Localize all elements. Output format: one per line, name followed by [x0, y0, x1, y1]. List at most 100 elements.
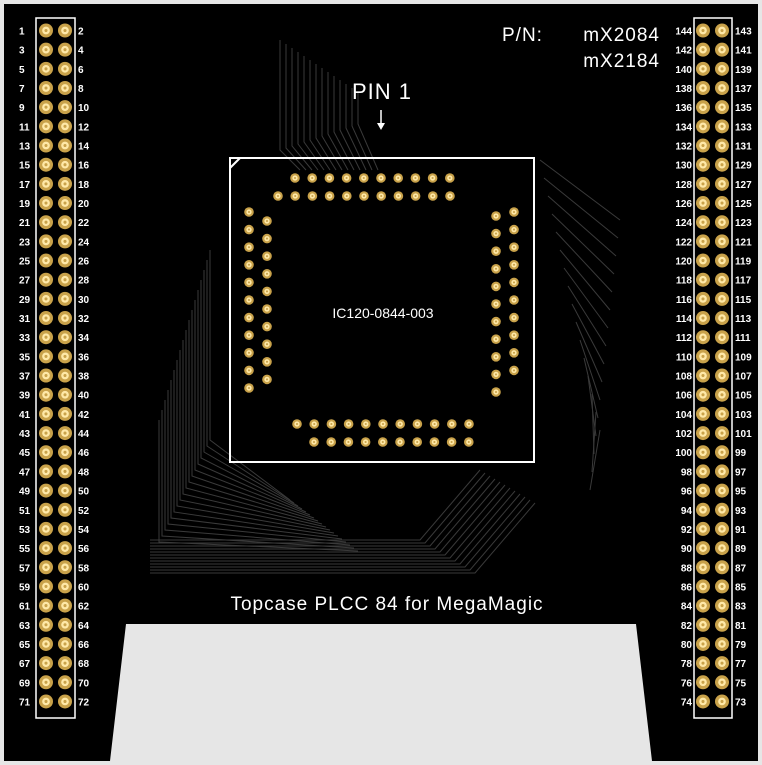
- trace: [150, 481, 501, 553]
- plcc-pad-22: [309, 437, 319, 447]
- pin-label-25: 25: [19, 257, 31, 268]
- plcc-pad-67: [491, 264, 501, 274]
- plcc-pad-21: [445, 191, 455, 201]
- trace: [150, 490, 516, 562]
- pin-label-56: 56: [78, 544, 90, 555]
- plcc-pad-66: [491, 246, 501, 256]
- right-pad-106: [696, 387, 710, 402]
- right-pad-112: [696, 330, 710, 345]
- left-pad-64: [58, 617, 72, 632]
- left-pad-45: [39, 445, 53, 460]
- plcc-pad-71: [491, 334, 501, 345]
- pin-label-13: 13: [19, 142, 31, 153]
- right-pad-138: [696, 81, 710, 96]
- right-pad-115: [715, 291, 729, 306]
- plcc-pad-40: [429, 419, 440, 429]
- pin-label-28: 28: [78, 276, 90, 287]
- left-pad-8: [58, 81, 72, 96]
- plcc-pad-56: [262, 251, 272, 261]
- pin-label-31: 31: [19, 314, 31, 325]
- plcc-pad-5: [359, 173, 369, 183]
- right-pad-82: [696, 617, 710, 632]
- pin-label-143: 143: [735, 27, 752, 38]
- plcc-pad-11: [273, 191, 283, 201]
- pin-label-72: 72: [78, 697, 90, 708]
- pin-label-141: 141: [735, 46, 752, 57]
- plcc-pad-47: [244, 277, 254, 288]
- right-header-pads: [696, 23, 729, 709]
- plcc-pad-72: [491, 352, 501, 362]
- plcc-pad-10: [445, 173, 455, 183]
- trace: [345, 84, 367, 171]
- right-pad-80: [696, 636, 710, 651]
- trace: [173, 370, 339, 537]
- plcc-pad-13: [307, 191, 318, 201]
- left-pad-11: [39, 119, 53, 134]
- pin-label-4: 4: [78, 46, 84, 57]
- left-pad-7: [39, 81, 53, 96]
- plcc-pad-27: [395, 437, 405, 447]
- right-pad-87: [715, 560, 729, 575]
- left-pad-65: [39, 636, 53, 651]
- pin-label-84: 84: [681, 602, 693, 613]
- pin-label-81: 81: [735, 621, 747, 632]
- pin-label-65: 65: [19, 640, 31, 651]
- trace: [150, 487, 511, 559]
- trace: [591, 411, 597, 473]
- plcc-pad-26: [378, 437, 388, 447]
- pin-label-94: 94: [681, 506, 693, 517]
- left-pad-69: [39, 675, 53, 690]
- right-pad-104: [696, 406, 710, 421]
- pin-label-46: 46: [78, 448, 90, 459]
- part-number-secondary: mX2184: [583, 51, 660, 72]
- right-pad-141: [715, 42, 729, 57]
- left-pad-23: [39, 234, 53, 249]
- left-pad-6: [58, 61, 72, 76]
- trace: [197, 290, 307, 513]
- plcc-pad-37: [378, 419, 388, 429]
- left-pad-25: [39, 253, 53, 268]
- plcc-pad-44: [244, 224, 254, 235]
- right-pad-85: [715, 579, 729, 594]
- left-pad-4: [58, 42, 72, 57]
- right-pad-81: [715, 617, 729, 632]
- plcc-pad-35: [343, 419, 354, 429]
- right-pad-129: [715, 157, 729, 172]
- left-pad-56: [58, 541, 72, 556]
- pin-label-29: 29: [19, 295, 31, 306]
- left-pad-17: [39, 176, 53, 191]
- right-pad-91: [715, 521, 729, 536]
- left-pad-34: [58, 330, 72, 345]
- pin-label-73: 73: [735, 697, 747, 708]
- plcc-pad-36: [361, 419, 371, 429]
- pin-label-75: 75: [735, 678, 747, 689]
- pin-label-43: 43: [19, 429, 31, 440]
- pin-label-116: 116: [676, 295, 693, 306]
- pin1-label: PIN 1: [352, 79, 412, 104]
- pin-label-108: 108: [675, 372, 692, 383]
- plcc-pad-43: [244, 207, 254, 217]
- plcc-pad-45: [244, 242, 254, 252]
- trace: [559, 249, 611, 311]
- trace: [351, 88, 373, 171]
- pin-label-63: 63: [19, 621, 31, 632]
- pin-label-7: 7: [19, 84, 25, 95]
- pin-label-60: 60: [78, 582, 90, 593]
- plcc-pad-8: [410, 173, 421, 183]
- plcc-pad-48: [244, 295, 254, 305]
- left-pad-63: [39, 617, 53, 632]
- right-pad-107: [715, 368, 729, 383]
- right-pad-105: [715, 387, 729, 402]
- right-pad-109: [715, 349, 729, 364]
- left-pad-41: [39, 406, 53, 421]
- pin-label-3: 3: [19, 46, 25, 57]
- left-pad-21: [39, 215, 53, 230]
- left-pad-5: [39, 61, 53, 76]
- plcc-pad-38: [395, 419, 406, 429]
- left-pad-61: [39, 598, 53, 613]
- plcc-pad-65: [491, 228, 501, 239]
- pin-label-66: 66: [78, 640, 90, 651]
- pin-label-89: 89: [735, 544, 747, 555]
- pin-label-92: 92: [681, 525, 693, 536]
- trace: [563, 267, 609, 329]
